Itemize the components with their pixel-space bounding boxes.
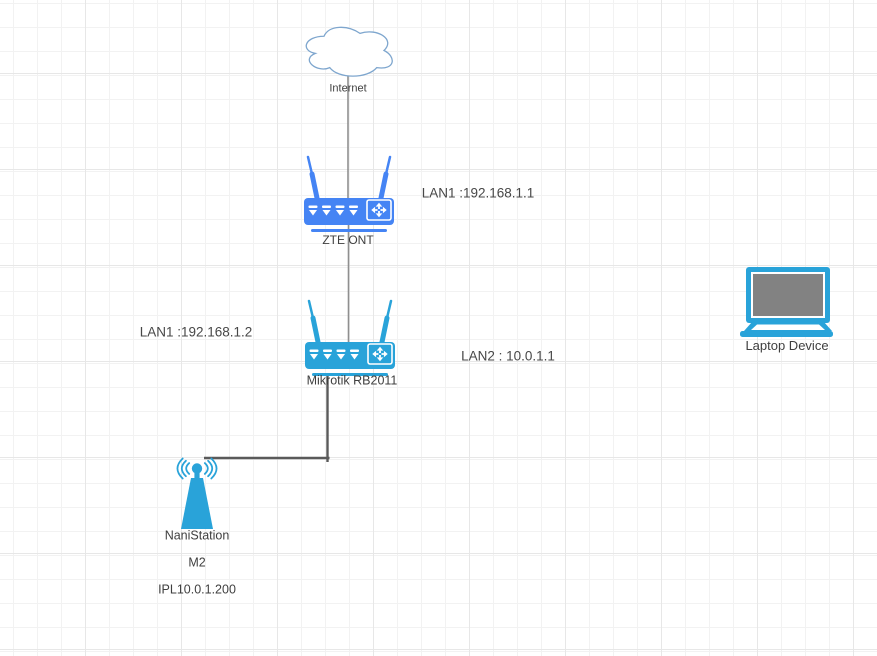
router-base-bar <box>311 229 387 232</box>
mikrotik-router-icon <box>305 299 395 376</box>
router-port-icons <box>308 205 358 216</box>
signal-waves-icon <box>176 457 218 480</box>
router-antenna-left <box>309 171 320 201</box>
nanostation-label-line1: NaniStation <box>164 528 230 543</box>
mikrotik-router-node[interactable] <box>305 299 395 376</box>
wireless-antenna-icon <box>176 457 218 529</box>
router-routing-box <box>366 199 392 221</box>
router-body <box>305 342 395 369</box>
zte-router-icon <box>304 155 394 232</box>
router-body <box>304 198 394 225</box>
zte-router-node[interactable] <box>304 155 394 232</box>
mikrotik-lan2-annotation: LAN2 : 10.0.1.1 <box>461 348 555 364</box>
zte-router-label: ZTE ONT <box>322 232 374 247</box>
router-routing-box <box>367 343 393 365</box>
laptop-node[interactable] <box>740 267 833 337</box>
router-antenna-left-tip <box>306 155 314 176</box>
router-port-icons <box>309 349 359 360</box>
laptop-label: Laptop Device <box>745 338 829 354</box>
zte-lan1-annotation: LAN1 :192.168.1.1 <box>421 185 535 201</box>
laptop-screen <box>753 274 823 316</box>
nanostation-label-line3: IPL10.0.1.200 <box>158 582 236 597</box>
router-antenna-left-tip <box>307 299 315 320</box>
edge-mikrotik-to-nanostation[interactable] <box>204 374 330 462</box>
laptop-keyboard <box>751 324 825 330</box>
mikrotik-router-label: Mikrotik RB2011 <box>306 373 398 388</box>
laptop-icon <box>740 267 833 337</box>
router-antenna-left <box>310 315 321 345</box>
router-base-bar <box>312 373 388 376</box>
router-antenna-right-tip <box>385 299 393 320</box>
router-antenna-right <box>378 171 389 201</box>
nanostation-node[interactable] <box>176 457 218 530</box>
internet-label: Internet <box>329 82 367 95</box>
router-cross-arrows-icon <box>371 202 387 218</box>
antenna-neck <box>194 472 200 479</box>
laptop-bottom-bar <box>740 331 833 337</box>
antenna-cone <box>181 478 213 529</box>
router-antenna-right-tip <box>384 155 392 176</box>
antenna-head <box>191 463 203 474</box>
internet-cloud-node[interactable] <box>305 26 393 77</box>
router-cross-arrows-icon <box>372 346 388 362</box>
mikrotik-lan1-annotation: LAN1 :192.168.1.2 <box>139 324 253 340</box>
cloud-icon <box>305 26 393 77</box>
nanostation-label-line2: M2 <box>188 555 206 570</box>
router-antenna-right <box>379 315 390 345</box>
